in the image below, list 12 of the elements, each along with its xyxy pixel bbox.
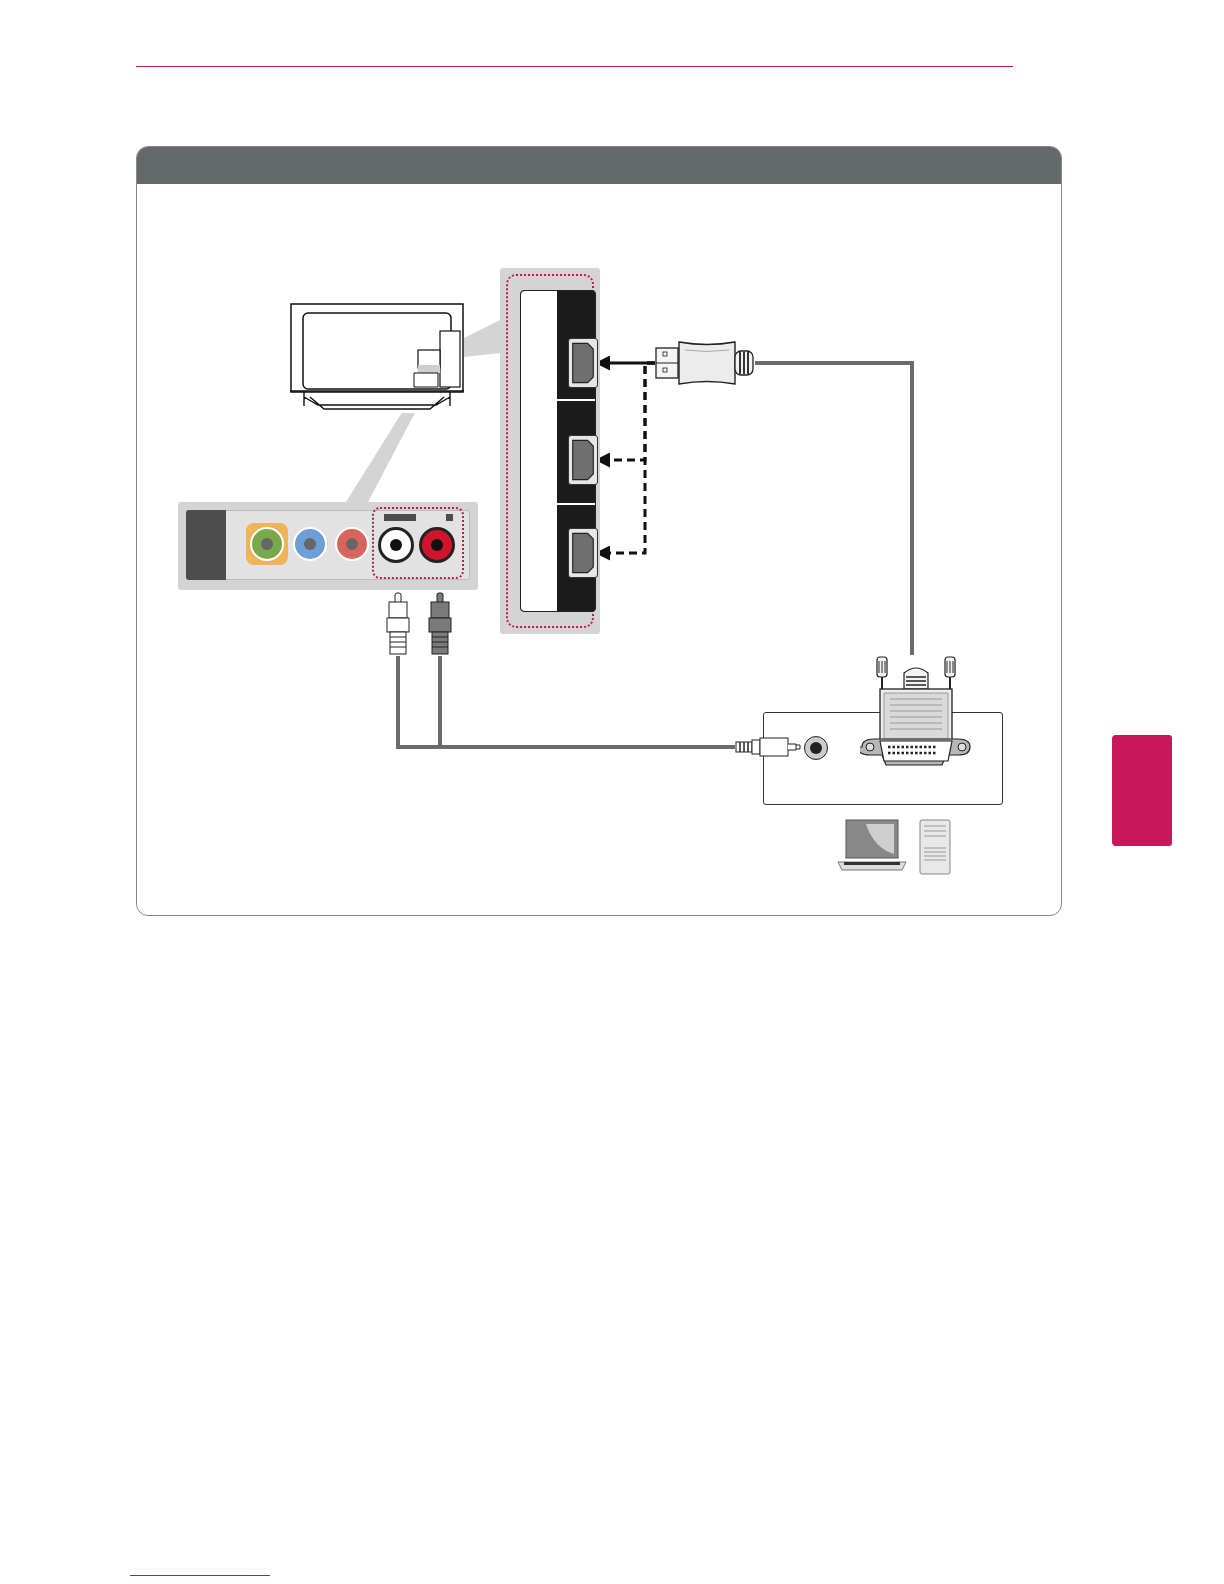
rca-plug-drawing bbox=[427, 592, 453, 656]
section-tab bbox=[1112, 735, 1172, 846]
tv-rear-drawing bbox=[290, 303, 464, 413]
hdmi-port bbox=[568, 338, 598, 388]
audio-plug-drawing bbox=[735, 736, 801, 758]
zoom-callout bbox=[346, 413, 416, 502]
pc-port-panel bbox=[763, 712, 1003, 805]
hdmi-port bbox=[568, 528, 598, 578]
rca-plug-drawing bbox=[385, 592, 411, 656]
hdmi-port-panel bbox=[500, 268, 600, 634]
cable bbox=[755, 361, 914, 655]
hdmi-port bbox=[568, 435, 598, 485]
